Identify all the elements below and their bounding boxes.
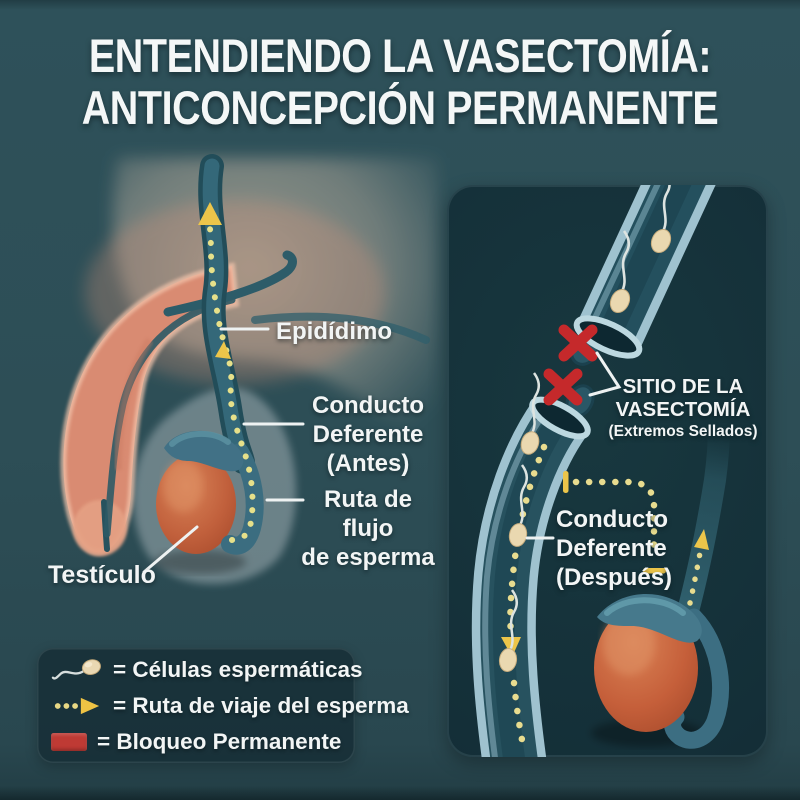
legend-item-sperm: = Células espermáticas (51, 654, 363, 685)
testicle-right (591, 414, 730, 749)
x-mark (558, 324, 598, 362)
crossing-tubes (163, 250, 430, 344)
sperm-icon (51, 657, 113, 683)
sperm-route-left (198, 202, 256, 544)
lower-cut-tube (471, 372, 595, 757)
sperm-cell (508, 464, 529, 547)
legend-item-blockade: = Bloqueo Permanente (51, 726, 341, 757)
leader-lines-left (142, 327, 305, 574)
title-line-1: ENTENDIENDO LA VASECTOMÍA: (88, 29, 712, 82)
right-panel-art (471, 185, 730, 757)
label-vasectomy-site: SITIO DE LA VASECTOMÍA (Extremos Sellado… (608, 375, 758, 440)
testicle-left (154, 430, 264, 574)
label-vas-before: Conducto Deferente (Antes) (312, 392, 424, 477)
title-line-2: ANTICONCEPCIÓN PERMANENTE (81, 81, 719, 134)
legend-text: = Bloqueo Permanente (97, 728, 342, 754)
epididymis-tail-left (221, 443, 264, 555)
legend-item-route: = Ruta de viaje del esperma (51, 690, 409, 721)
dotted-arrow-icon (51, 696, 113, 716)
page-title: ENTENDIENDO LA VASECTOMÍA: ANTICONCEPCIÓ… (0, 30, 800, 134)
label-vas-after: Conducto Deferente (Después) (556, 506, 673, 591)
label-epididymis: Epidídimo (276, 318, 392, 345)
legend: = Células espermáticas = Ruta de viaje d… (37, 648, 409, 763)
sperm-cell (498, 589, 519, 672)
site-pointer-line (588, 351, 622, 397)
route-arrow-up-right (694, 529, 709, 550)
label-sperm-route: Ruta de flujo de esperma (301, 486, 435, 571)
label-testicle: Testículo (48, 561, 156, 589)
red-block-icon (51, 732, 97, 751)
vas-stump-right (676, 414, 730, 626)
legend-text: = Ruta de viaje del esperma (113, 692, 409, 718)
blocked-route-bracket (563, 471, 666, 574)
penis-illustration (60, 262, 240, 556)
legend-text: = Células espermáticas (113, 656, 363, 682)
route-arrow-up-top (198, 202, 222, 225)
x-mark (543, 368, 583, 406)
vasectomy-x-marks (543, 324, 598, 406)
route-arrow-up-mid (215, 341, 231, 359)
sperm-cell (650, 185, 672, 254)
sperm-cell (520, 372, 541, 455)
left-anatomy-illustration (60, 154, 438, 584)
sperm-cell (609, 230, 631, 314)
vasectomy-detail-panel (447, 185, 768, 757)
epididymis-tail-right (664, 608, 729, 749)
